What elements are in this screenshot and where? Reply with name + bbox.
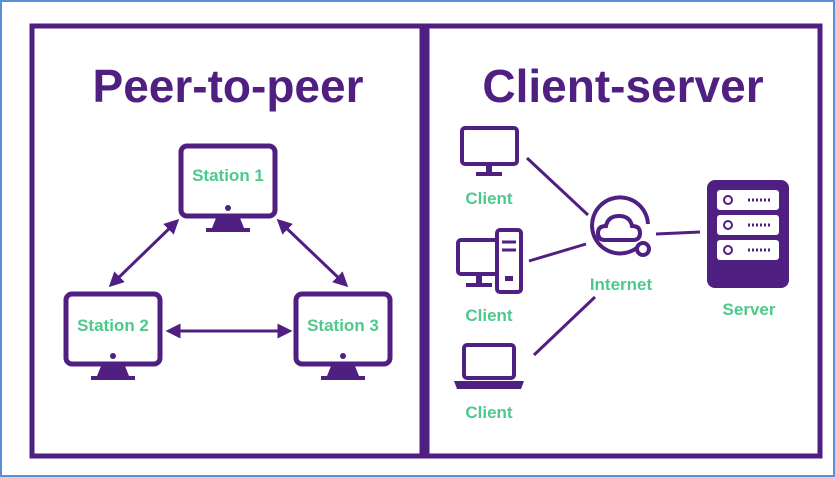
peer-to-peer-title: Peer-to-peer <box>93 60 364 112</box>
station-2-computer-icon <box>63 291 163 380</box>
station-2-label: Station 2 <box>77 316 149 335</box>
link-client3-internet <box>532 295 597 357</box>
peer-to-peer-panel <box>29 23 425 459</box>
arrow-station1-station3 <box>276 218 349 288</box>
internet-label: Internet <box>590 275 653 294</box>
link-client1-internet <box>525 156 590 217</box>
client-server-title: Client-server <box>482 60 763 112</box>
server-rack-icon <box>707 180 789 288</box>
client-3-label: Client <box>465 403 513 422</box>
arrow-station1-station2 <box>108 218 180 288</box>
station-3-computer-icon <box>293 291 393 380</box>
client-1-monitor-icon <box>460 126 519 176</box>
client-1-label: Client <box>465 189 513 208</box>
link-client2-internet <box>528 242 587 263</box>
link-internet-server <box>655 230 701 236</box>
station-3-label: Station 3 <box>307 316 379 335</box>
station-1-computer-icon <box>178 143 278 232</box>
station-1-label: Station 1 <box>192 166 264 185</box>
client-2-label: Client <box>465 306 513 325</box>
client-server-panel <box>424 23 823 459</box>
server-label: Server <box>723 300 776 319</box>
client-2-desktop-tower-icon <box>456 228 523 294</box>
client-3-laptop-icon <box>454 343 524 389</box>
internet-cloud-icon <box>590 195 651 257</box>
